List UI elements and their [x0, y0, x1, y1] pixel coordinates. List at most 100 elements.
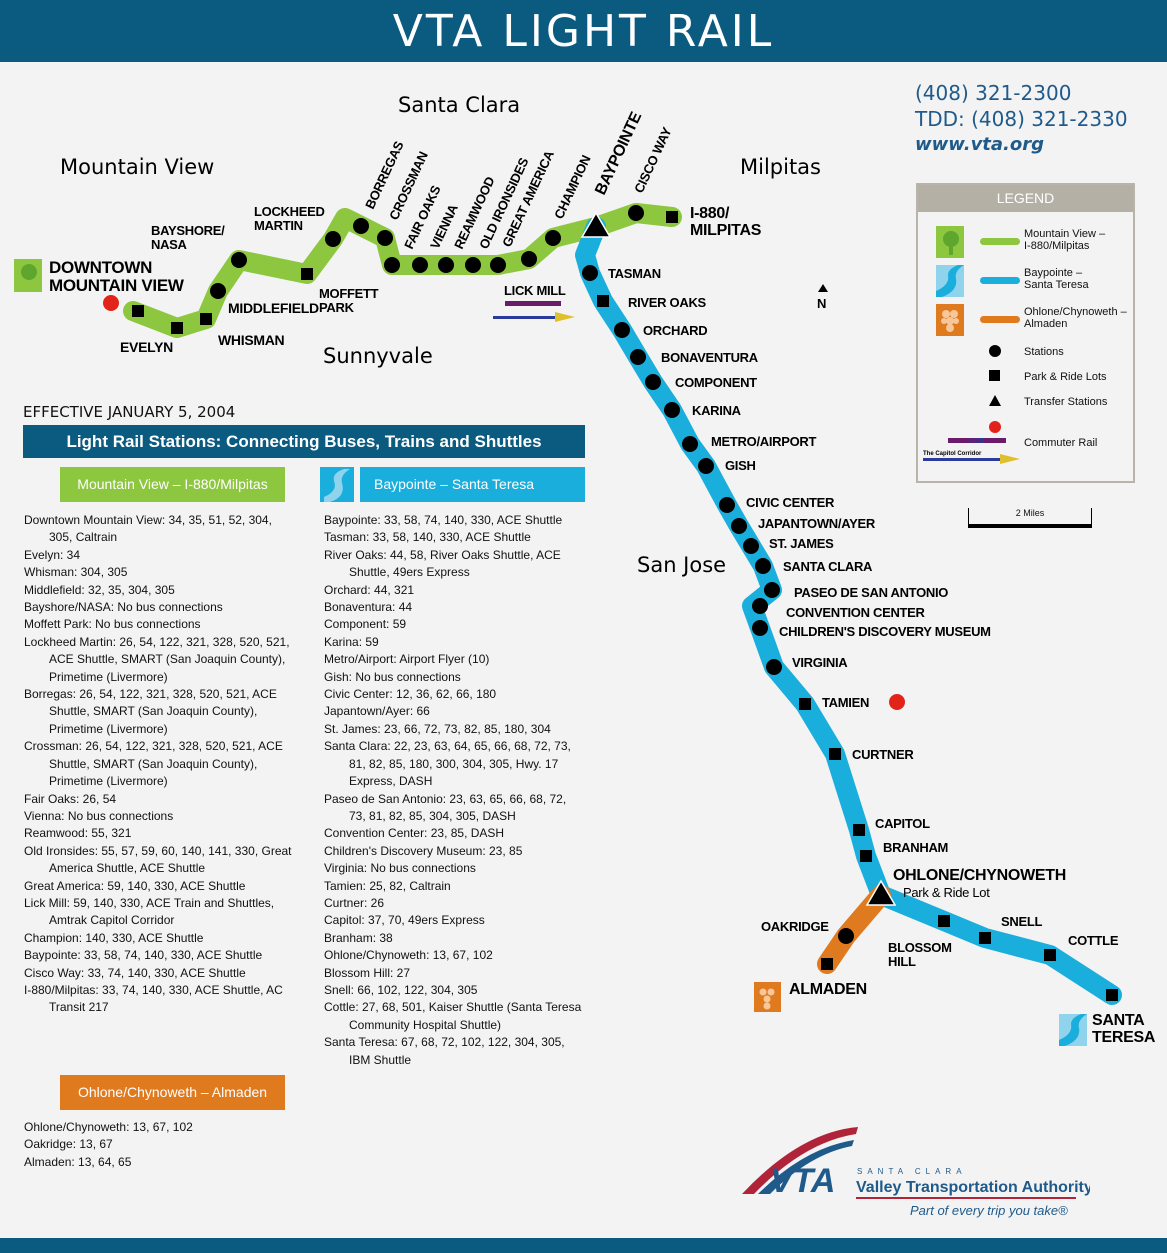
station-label: SNELL: [1001, 914, 1042, 929]
station-marker: [731, 518, 747, 534]
connection-row: Virginia: No bus connections: [324, 861, 476, 876]
station-label: ORCHARD: [643, 323, 707, 338]
station-label: TERESA: [1092, 1029, 1156, 1046]
connection-row: Convention Center: 23, 85, DASH: [324, 826, 505, 841]
park-ride-marker: [853, 824, 865, 836]
agency-name: Valley Transportation Authority: [856, 1179, 1090, 1196]
connection-row: Gish: No bus connections: [324, 669, 461, 684]
park-ride-marker: [1106, 989, 1118, 1001]
connection-row: Oakridge: 13, 67: [24, 1137, 113, 1152]
connection-row: Snell: 66, 102, 122, 304, 305: [324, 982, 478, 997]
station-marker: [752, 598, 768, 614]
connection-row: Almaden: 13, 64, 65: [24, 1154, 132, 1169]
connection-row: Old Ironsides: 55, 57, 59, 60, 140, 141,…: [24, 843, 292, 876]
connection-row: Cisco Way: 33, 74, 140, 330, ACE Shuttle: [24, 965, 246, 980]
north-arrow-icon: [818, 284, 828, 292]
connection-row: Orchard: 44, 321: [324, 582, 415, 597]
station-marker: [755, 558, 771, 574]
station-marker: [764, 582, 780, 598]
park-ride-marker: [829, 748, 841, 760]
connection-row: Ohlone/Chynoweth: 13, 67, 102: [24, 1120, 193, 1134]
connection-row: Ohlone/Chynoweth: 13, 67, 102: [324, 948, 493, 963]
connection-row: Children's Discovery Museum: 23, 85: [324, 843, 523, 858]
legend-label: Transfer Stations: [1024, 396, 1108, 408]
connection-row: Crossman: 26, 54, 122, 321, 328, 520, 52…: [24, 739, 283, 789]
station-label: CIVIC CENTER: [746, 495, 835, 510]
legend-label: Stations: [1024, 346, 1064, 358]
connection-row: Fair Oaks: 26, 54: [24, 791, 117, 806]
station-label: ALMADEN: [789, 981, 867, 998]
caltrain-logo-icon: [989, 421, 1001, 433]
connection-row: Middlefield: 32, 35, 304, 305: [24, 582, 175, 597]
station-label: CAPITOL: [875, 816, 930, 831]
station-label: I-880/: [690, 205, 730, 222]
capitol-corridor-logo-icon: [493, 316, 563, 319]
connection-row: Santa Clara: 22, 23, 63, 64, 65, 66, 68,…: [324, 739, 571, 789]
contact-info: (408) 321-2300 TDD: (408) 321-2330 www.v…: [915, 80, 1128, 158]
station-label: PASEO DE SAN ANTONIO: [794, 585, 948, 600]
station-marker: [465, 257, 481, 273]
river-icon: [936, 265, 964, 297]
blue-connections-list: Baypointe: 33, 58, 74, 140, 330, ACE Shu…: [324, 512, 584, 1069]
station-label: LOCKHEED: [254, 204, 325, 219]
website-link[interactable]: www.vta.org: [915, 134, 1045, 155]
park-ride-marker: [200, 313, 212, 325]
connection-row: Tasman: 33, 58, 140, 330, ACE Shuttle: [324, 530, 531, 545]
station-marker: [353, 218, 369, 234]
station-label: BRANHAM: [883, 840, 948, 855]
connection-row: Component: 59: [324, 617, 407, 632]
station-circle-icon: [989, 345, 1001, 357]
station-label: SANTA: [1092, 1012, 1145, 1029]
city-label: Sunnyvale: [323, 344, 433, 368]
bottom-bar: [0, 1238, 1167, 1253]
connection-row: Capitol: 37, 70, 49ers Express: [324, 913, 485, 928]
station-marker: [582, 265, 598, 281]
green-connections-list: Downtown Mountain View: 34, 35, 51, 52, …: [24, 512, 294, 1017]
station-label: Park & Ride Lot: [903, 885, 990, 900]
station-label: CISCO WAY: [631, 124, 675, 195]
connection-row: Blossom Hill: 27: [324, 965, 411, 980]
station-label: CURTNER: [852, 747, 914, 762]
station-label: MOFFETT: [319, 286, 379, 301]
city-label: Santa Clara: [398, 93, 520, 117]
capitol-corridor-train-icon: [555, 312, 575, 322]
page-title: VTA LIGHT RAIL: [392, 5, 775, 57]
legend-title: LEGEND: [918, 185, 1133, 212]
grapes-icon: [936, 304, 964, 336]
tree-icon: [936, 226, 964, 258]
connection-row: Borregas: 26, 54, 122, 321, 328, 520, 52…: [24, 687, 277, 736]
connection-row: Branham: 38: [324, 930, 393, 945]
legend: LEGEND Mountain View –I-880/Milpitas Bay…: [916, 183, 1135, 483]
connection-row: I-880/Milpitas: 33, 74, 140, 330, ACE Sh…: [24, 982, 283, 1015]
tdd-phone: TDD: (408) 321-2330: [915, 107, 1128, 131]
park-ride-marker: [860, 850, 872, 862]
park-ride-marker: [597, 295, 609, 307]
logo-small-text: SANTA CLARA: [857, 1167, 967, 1176]
station-marker: [325, 231, 341, 247]
legend-label: Santa Teresa: [1024, 279, 1089, 291]
park-ride-marker: [979, 932, 991, 944]
station-marker: [628, 205, 644, 221]
connection-row: Lick Mill: 59, 140, 330, ACE Train and S…: [24, 895, 275, 928]
grape: [763, 995, 771, 1003]
station-label: OAKRIDGE: [761, 919, 829, 934]
legend-label: Ohlone/Chynoweth –: [1024, 306, 1127, 318]
station-label: TASMAN: [608, 266, 661, 281]
station-marker: [743, 538, 759, 554]
transfer-station-marker: [865, 879, 897, 906]
park-ride-marker: [301, 268, 313, 280]
station-label: ST. JAMES: [769, 536, 834, 551]
connection-row: Tamien: 25, 82, Caltrain: [324, 878, 451, 893]
orange-line-swatch: [980, 316, 1020, 323]
station-marker: [838, 928, 854, 944]
legend-label: I-880/Milpitas: [1024, 240, 1090, 252]
river-icon: [320, 467, 354, 502]
station-label: SANTA CLARA: [783, 559, 873, 574]
park-ride-marker: [1044, 949, 1056, 961]
station-label: MILPITAS: [690, 222, 762, 239]
connection-row: Karina: 59: [324, 634, 379, 649]
station-label: COTTLE: [1068, 933, 1119, 948]
station-marker: [384, 257, 400, 273]
